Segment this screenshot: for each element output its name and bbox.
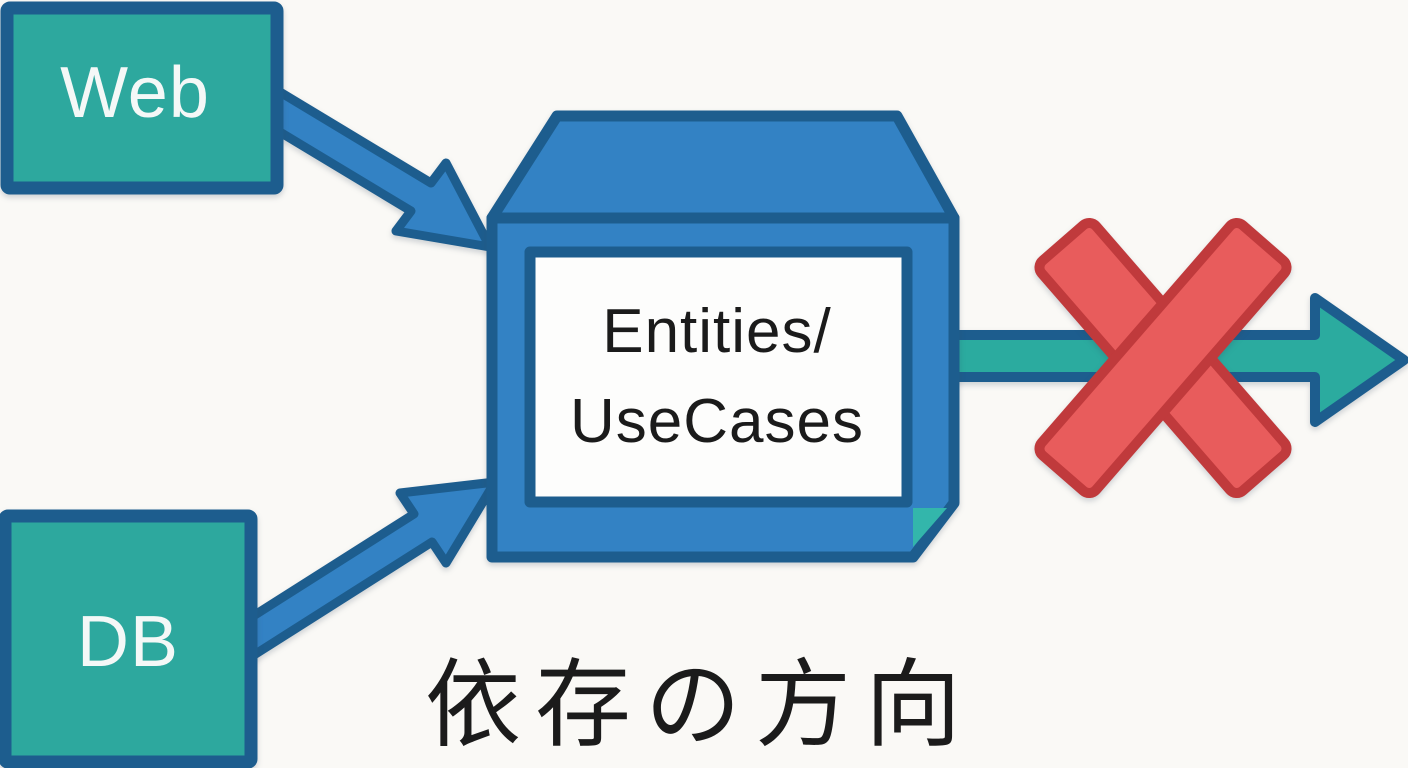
core-label-line2: UseCases (570, 387, 864, 456)
db-node: DB (0, 509, 258, 768)
web-box (0, 1, 284, 195)
db-to-core-arrow-icon (231, 477, 500, 660)
core-label-line1: Entities/ (602, 297, 832, 366)
core-box-corner-fold (913, 508, 947, 547)
db-box (0, 509, 258, 768)
caption-text: 依存の方向 (425, 652, 975, 759)
web-node: Web (0, 1, 284, 195)
core-box-label-panel (524, 246, 913, 508)
db-box-label: DB (77, 602, 179, 682)
core-box-top-face (486, 110, 960, 224)
web-box-label: Web (60, 53, 210, 133)
core-box: Entities/ UseCases (486, 110, 960, 563)
x-mark-forbidden-icon (1034, 217, 1292, 499)
x-mark-bar (1034, 217, 1292, 499)
